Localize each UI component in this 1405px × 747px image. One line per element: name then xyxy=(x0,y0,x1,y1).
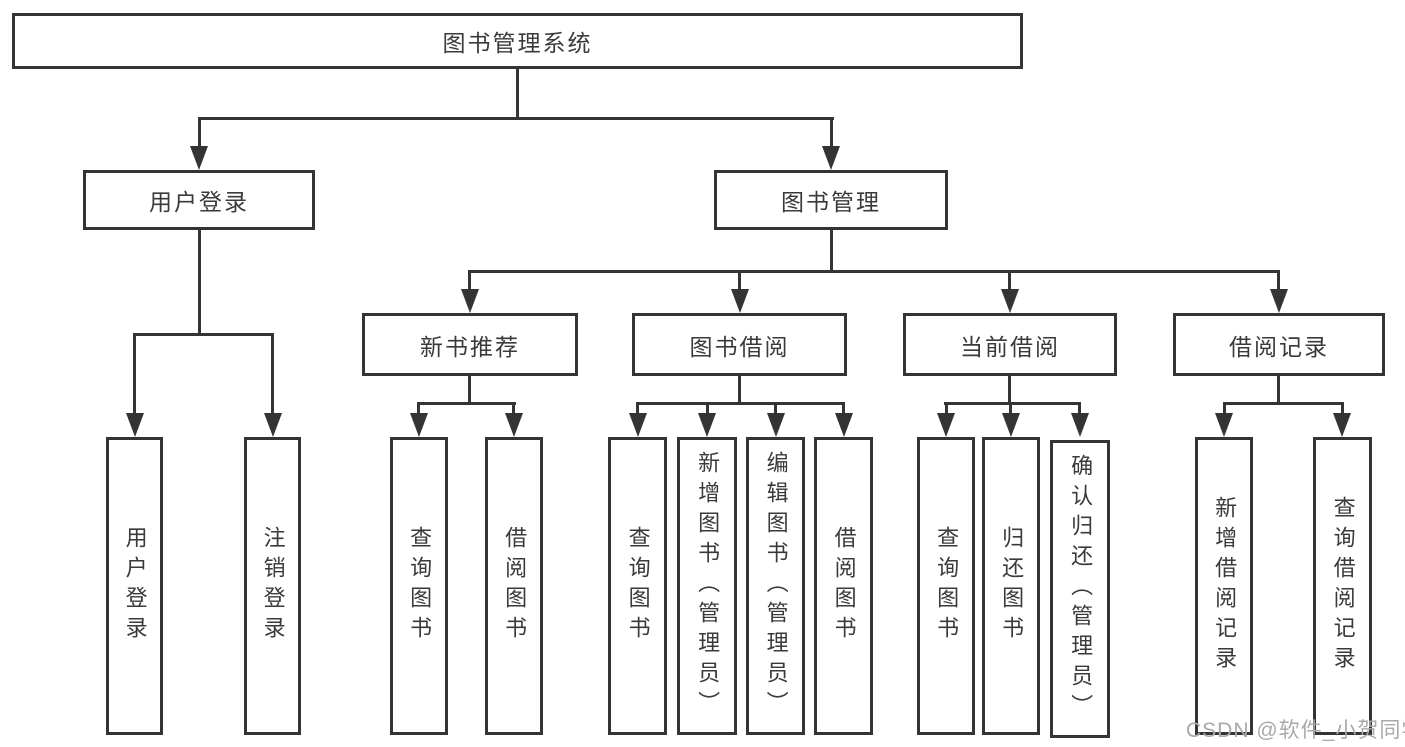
leaf-add-books-admin: 新增图书（管理员） xyxy=(677,437,737,735)
arrowhead-down-icon xyxy=(937,413,955,437)
leaf-add-borrow-record: 新增借阅记录 xyxy=(1195,437,1253,735)
arrowhead-down-icon xyxy=(731,289,749,313)
arrowhead-down-icon xyxy=(264,413,282,437)
watermark: CSDN @软件_小贺同学 xyxy=(1186,719,1405,742)
leaf-label: 用户登录 xyxy=(122,526,148,646)
leaf-borrow-books: 借阅图书 xyxy=(814,437,873,735)
arrowhead-down-icon xyxy=(1001,289,1019,313)
connector-new-book-rail xyxy=(417,402,516,405)
connector-current-borrow-rail xyxy=(944,402,1081,405)
connector-current-borrow-stem xyxy=(1008,376,1011,404)
connector-drop xyxy=(706,402,709,415)
arrowhead-down-icon xyxy=(1270,289,1288,313)
connector-new-book-stem xyxy=(468,376,471,404)
leaf-label: 确认归还（管理员） xyxy=(1068,454,1094,724)
connector-book-borrow-rail xyxy=(636,402,845,405)
node-new-book-recommend: 新书推荐 xyxy=(362,313,578,376)
connector-drop xyxy=(417,402,420,415)
arrowhead-down-icon xyxy=(1002,413,1020,437)
leaf-label: 查询图书 xyxy=(407,526,433,646)
connector-drop-book-management xyxy=(830,117,833,150)
arrowhead-down-icon xyxy=(410,413,428,437)
leaf-label: 查询图书 xyxy=(934,526,960,646)
leaf-label: 编辑图书（管理员） xyxy=(763,451,789,721)
arrowhead-down-icon xyxy=(767,413,785,437)
leaf-label: 借阅图书 xyxy=(831,526,857,646)
connector-level1-rail xyxy=(198,117,834,120)
leaf-user-login: 用户登录 xyxy=(106,437,163,735)
connector-root-stem xyxy=(516,69,519,119)
connector-drop-current-borrow xyxy=(1008,270,1011,291)
connector-drop xyxy=(945,402,948,415)
leaf-label: 借阅图书 xyxy=(502,526,528,646)
connector-borrow-records-rail xyxy=(1223,402,1344,405)
arrowhead-down-icon xyxy=(461,289,479,313)
leaf-query-books-recommend: 查询图书 xyxy=(390,437,448,735)
leaf-label: 新增借阅记录 xyxy=(1212,496,1238,676)
connector-borrow-records-stem xyxy=(1277,376,1280,404)
connector-drop-user-login xyxy=(198,117,201,150)
leaf-logout: 注销登录 xyxy=(244,437,301,735)
arrowhead-down-icon xyxy=(1333,413,1351,437)
leaf-query-books-borrow: 查询图书 xyxy=(608,437,667,735)
leaf-label: 查询图书 xyxy=(625,526,651,646)
leaf-borrow-books-recommend: 借阅图书 xyxy=(485,437,543,735)
arrowhead-down-icon xyxy=(126,413,144,437)
arrowhead-down-icon xyxy=(190,146,208,170)
connector-drop xyxy=(842,402,845,415)
connector-level3-rail xyxy=(468,270,1280,273)
connector-drop xyxy=(512,402,515,415)
arrowhead-down-icon xyxy=(822,146,840,170)
leaf-label: 归还图书 xyxy=(999,526,1025,646)
node-book-management: 图书管理 xyxy=(714,170,948,230)
arrowhead-down-icon xyxy=(698,413,716,437)
connector-drop-leaf-user-login xyxy=(133,333,136,415)
connector-drop-borrow-records xyxy=(1277,270,1280,291)
node-book-borrow: 图书借阅 xyxy=(632,313,847,376)
arrowhead-down-icon xyxy=(1215,413,1233,437)
connector-drop xyxy=(774,402,777,415)
leaf-confirm-return-admin: 确认归还（管理员） xyxy=(1050,440,1110,738)
connector-book-borrow-stem xyxy=(738,376,741,404)
connector-drop xyxy=(1223,402,1226,415)
node-root: 图书管理系统 xyxy=(12,13,1023,69)
connector-book-management-stem xyxy=(830,230,833,273)
arrowhead-down-icon xyxy=(505,413,523,437)
leaf-return-books: 归还图书 xyxy=(982,437,1040,735)
connector-drop xyxy=(1078,402,1081,415)
leaf-query-books-current: 查询图书 xyxy=(917,437,975,735)
leaf-label: 新增图书（管理员） xyxy=(695,451,721,721)
connector-drop xyxy=(1341,402,1344,415)
leaf-query-borrow-record: 查询借阅记录 xyxy=(1313,437,1372,735)
connector-drop-leaf-logout xyxy=(271,333,274,415)
leaf-label: 查询借阅记录 xyxy=(1330,496,1356,676)
node-current-borrow: 当前借阅 xyxy=(903,313,1117,376)
connector-user-login-rail xyxy=(133,333,274,336)
connector-user-login-stem xyxy=(198,230,201,336)
connector-drop-new-book xyxy=(468,270,471,291)
arrowhead-down-icon xyxy=(1071,413,1089,437)
connector-drop-book-borrow xyxy=(738,270,741,291)
leaf-label: 注销登录 xyxy=(260,526,286,646)
node-borrow-records: 借阅记录 xyxy=(1173,313,1385,376)
connector-drop xyxy=(636,402,639,415)
connector-drop xyxy=(1009,402,1012,415)
arrowhead-down-icon xyxy=(835,413,853,437)
node-user-login: 用户登录 xyxy=(83,170,315,230)
leaf-edit-books-admin: 编辑图书（管理员） xyxy=(746,437,805,735)
arrowhead-down-icon xyxy=(629,413,647,437)
